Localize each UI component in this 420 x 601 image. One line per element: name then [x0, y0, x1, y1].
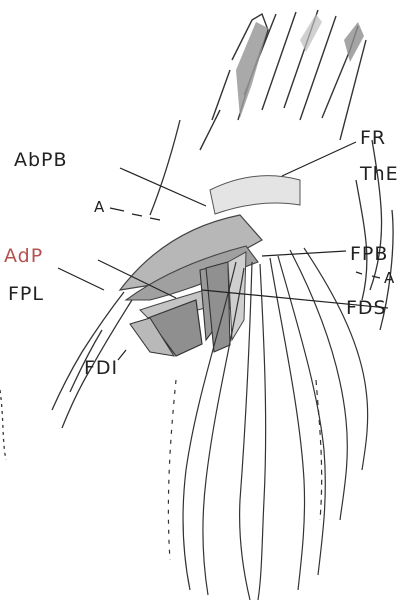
label-abpb: AbPB — [14, 149, 68, 171]
label-a-left: A — [94, 198, 105, 216]
label-the: ThE — [359, 163, 399, 185]
label-fpl: FPL — [8, 283, 44, 305]
forearm-tendons — [200, 10, 366, 150]
label-fds: FDS — [346, 297, 387, 319]
label-fpb: FPB — [350, 243, 388, 265]
forearm-shading — [236, 14, 364, 118]
label-fr: FR — [360, 127, 386, 149]
label-fdi: FDI — [84, 357, 118, 379]
label-adp: AdP — [4, 245, 43, 267]
label-a-right: A — [384, 269, 395, 287]
